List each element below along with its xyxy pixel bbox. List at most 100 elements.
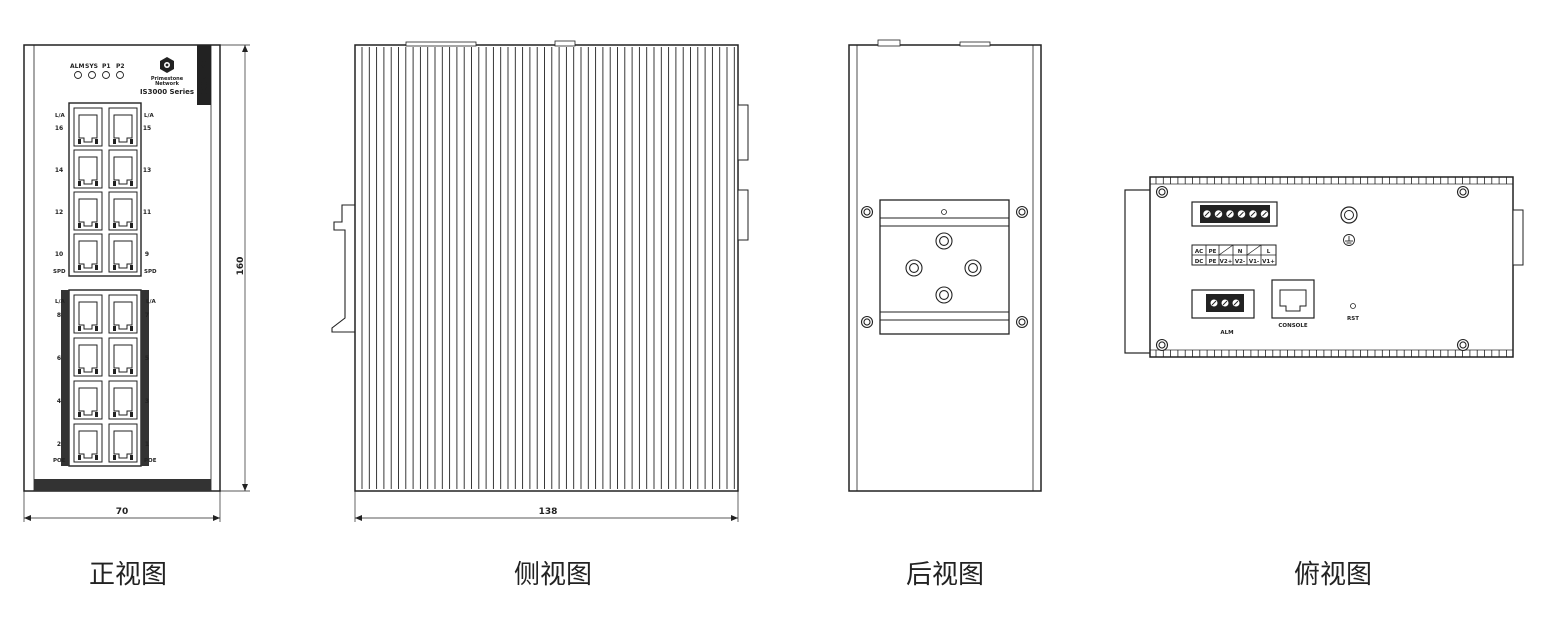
tag-poe-left: POE — [53, 458, 66, 464]
alm-label: ALM — [1220, 330, 1233, 336]
led-alm — [74, 71, 82, 79]
caption-rear: 后视图 — [906, 560, 984, 590]
rail-screw — [905, 259, 923, 277]
din-mount-plate — [879, 199, 1010, 335]
port-number: 11 — [143, 209, 151, 216]
port-number: 14 — [55, 167, 63, 174]
port-number: 5 — [145, 355, 149, 362]
port-9 — [108, 233, 138, 273]
top-screws — [1155, 185, 1470, 352]
front-view: 1000M POE ALM SYS P1 P2 Primestone Netwo… — [23, 44, 250, 522]
reset-button — [1350, 303, 1356, 309]
top-corner-screw — [1456, 185, 1470, 199]
side-housing — [354, 44, 739, 492]
pinout-cell: V1- — [1249, 259, 1259, 265]
ports-lower: 8 7 6 5 4 3 2 1 — [57, 294, 149, 463]
port-number: 13 — [143, 167, 151, 174]
tag-la-right-2: L/A — [146, 299, 157, 305]
led-sys — [88, 71, 96, 79]
led-label-p2: P2 — [116, 63, 125, 70]
model-band-label: 1000M POE — [200, 52, 209, 103]
rail-screw — [964, 259, 982, 277]
dim-height: 160 — [236, 257, 246, 276]
port-6 — [73, 337, 103, 377]
port-5 — [108, 337, 138, 377]
dim-depth: 138 — [539, 507, 558, 517]
led-label-sys: SYS — [85, 63, 98, 70]
front-bottom-strip — [34, 479, 211, 491]
rear-view — [848, 39, 1042, 492]
led-label-alm: ALM — [70, 63, 84, 70]
console-label: CONSOLE — [1278, 323, 1307, 329]
port-number: 12 — [55, 209, 63, 216]
brand-sub: Network — [155, 81, 179, 87]
pinout-cell: PE — [1209, 249, 1217, 255]
brand-name: Primestone — [151, 76, 184, 82]
port-15 — [108, 107, 138, 147]
port-number: 1 — [145, 441, 149, 448]
port-number: 6 — [57, 355, 61, 362]
pinout-cell: N — [1238, 249, 1243, 255]
port-13 — [108, 149, 138, 189]
port-14 — [73, 149, 103, 189]
side-view: 138 — [331, 40, 749, 522]
tag-la-right: L/A — [144, 113, 155, 119]
rear-corner-screw — [860, 205, 874, 219]
pinout-cell: V2- — [1235, 259, 1245, 265]
port-4 — [73, 380, 103, 420]
port-10 — [73, 233, 103, 273]
rear-corner-screw — [860, 315, 874, 329]
port-number: 10 — [55, 251, 63, 258]
side-dimension-lines — [354, 491, 739, 522]
port-number: 7 — [145, 312, 149, 319]
top-corner-screw — [1456, 338, 1470, 352]
led-p1 — [102, 71, 110, 79]
din-rail-clip — [331, 204, 355, 333]
port-number: 8 — [57, 312, 61, 319]
side-cooling-fins — [361, 47, 735, 489]
pinout-cell: V1+ — [1262, 259, 1275, 265]
port-7 — [108, 294, 138, 334]
series-name: IS3000 Series — [140, 88, 194, 96]
tag-la-left-2: L/A — [55, 299, 66, 305]
pinout-cell: DC — [1195, 259, 1204, 265]
tag-spd-left: SPD — [53, 269, 66, 275]
rail-screw — [935, 286, 953, 304]
ground-screw — [1340, 206, 1358, 224]
led-label-p1: P1 — [102, 63, 111, 70]
brand-logo — [160, 57, 174, 73]
caption-side: 侧视图 — [514, 560, 592, 590]
model-band — [197, 45, 211, 105]
port-16 — [73, 107, 103, 147]
pinout-cell: PE — [1209, 259, 1217, 265]
port-number: 4 — [57, 398, 61, 405]
pinout-cell: L — [1267, 249, 1271, 255]
port-number: 15 — [143, 125, 151, 132]
port-number: 2 — [57, 441, 61, 448]
dim-width: 70 — [116, 507, 129, 517]
rear-screws — [860, 205, 1029, 329]
pinout-cell: AC — [1195, 249, 1203, 255]
port-number: 3 — [145, 398, 149, 405]
port-1 — [108, 423, 138, 463]
port-number: 16 — [55, 125, 63, 132]
port-2 — [73, 423, 103, 463]
top-corner-screw — [1155, 338, 1169, 352]
tag-poe-right: POE — [144, 458, 157, 464]
rear-corner-screw — [1015, 315, 1029, 329]
rst-label: RST — [1347, 316, 1359, 322]
alarm-terminal-pins — [1210, 299, 1240, 307]
top-edge-ticks — [1155, 177, 1507, 357]
tag-spd-right: SPD — [144, 269, 157, 275]
port-11 — [108, 191, 138, 231]
port-3 — [108, 380, 138, 420]
top-corner-screw — [1155, 185, 1169, 199]
led-p2 — [116, 71, 124, 79]
console-port — [1271, 279, 1315, 319]
rear-corner-screw — [1015, 205, 1029, 219]
tag-la-left: L/A — [55, 113, 66, 119]
